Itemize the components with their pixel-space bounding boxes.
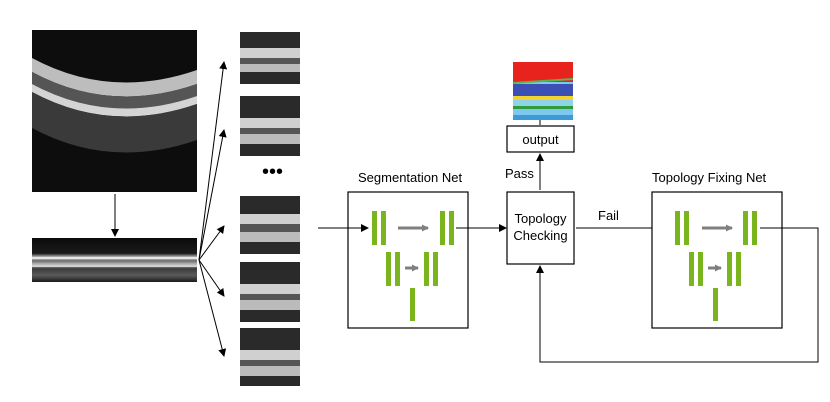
patch-5	[240, 328, 300, 386]
topology-checking-line2: Checking	[513, 228, 568, 243]
topology-fixing-net-icon	[675, 211, 757, 321]
segmentation-net-box	[347, 191, 469, 329]
patch-2	[240, 96, 300, 156]
segmentation-net-title: Segmentation Net	[358, 170, 463, 185]
patch-3	[240, 196, 300, 254]
oct-bscan-image	[32, 30, 197, 192]
output-label: output	[522, 132, 559, 147]
ellipsis-dots: •••	[262, 161, 284, 183]
pass-label: Pass	[505, 166, 534, 181]
topology-checking-label: Topology Checking	[507, 210, 574, 244]
arrow-feedback-loop	[536, 227, 819, 363]
fanout-arrows	[198, 61, 228, 357]
patch-1	[240, 32, 300, 84]
topology-fixing-net-title: Topology Fixing Net	[652, 170, 767, 185]
flattened-oct-image	[32, 238, 197, 282]
patch-4	[240, 262, 300, 322]
output-box	[506, 125, 575, 153]
topology-checking-box	[506, 191, 575, 265]
topology-checking-line1: Topology	[514, 211, 567, 226]
segmentation-map-image	[513, 62, 573, 120]
segmentation-net-icon	[372, 211, 454, 321]
fail-label: Fail	[598, 208, 619, 223]
